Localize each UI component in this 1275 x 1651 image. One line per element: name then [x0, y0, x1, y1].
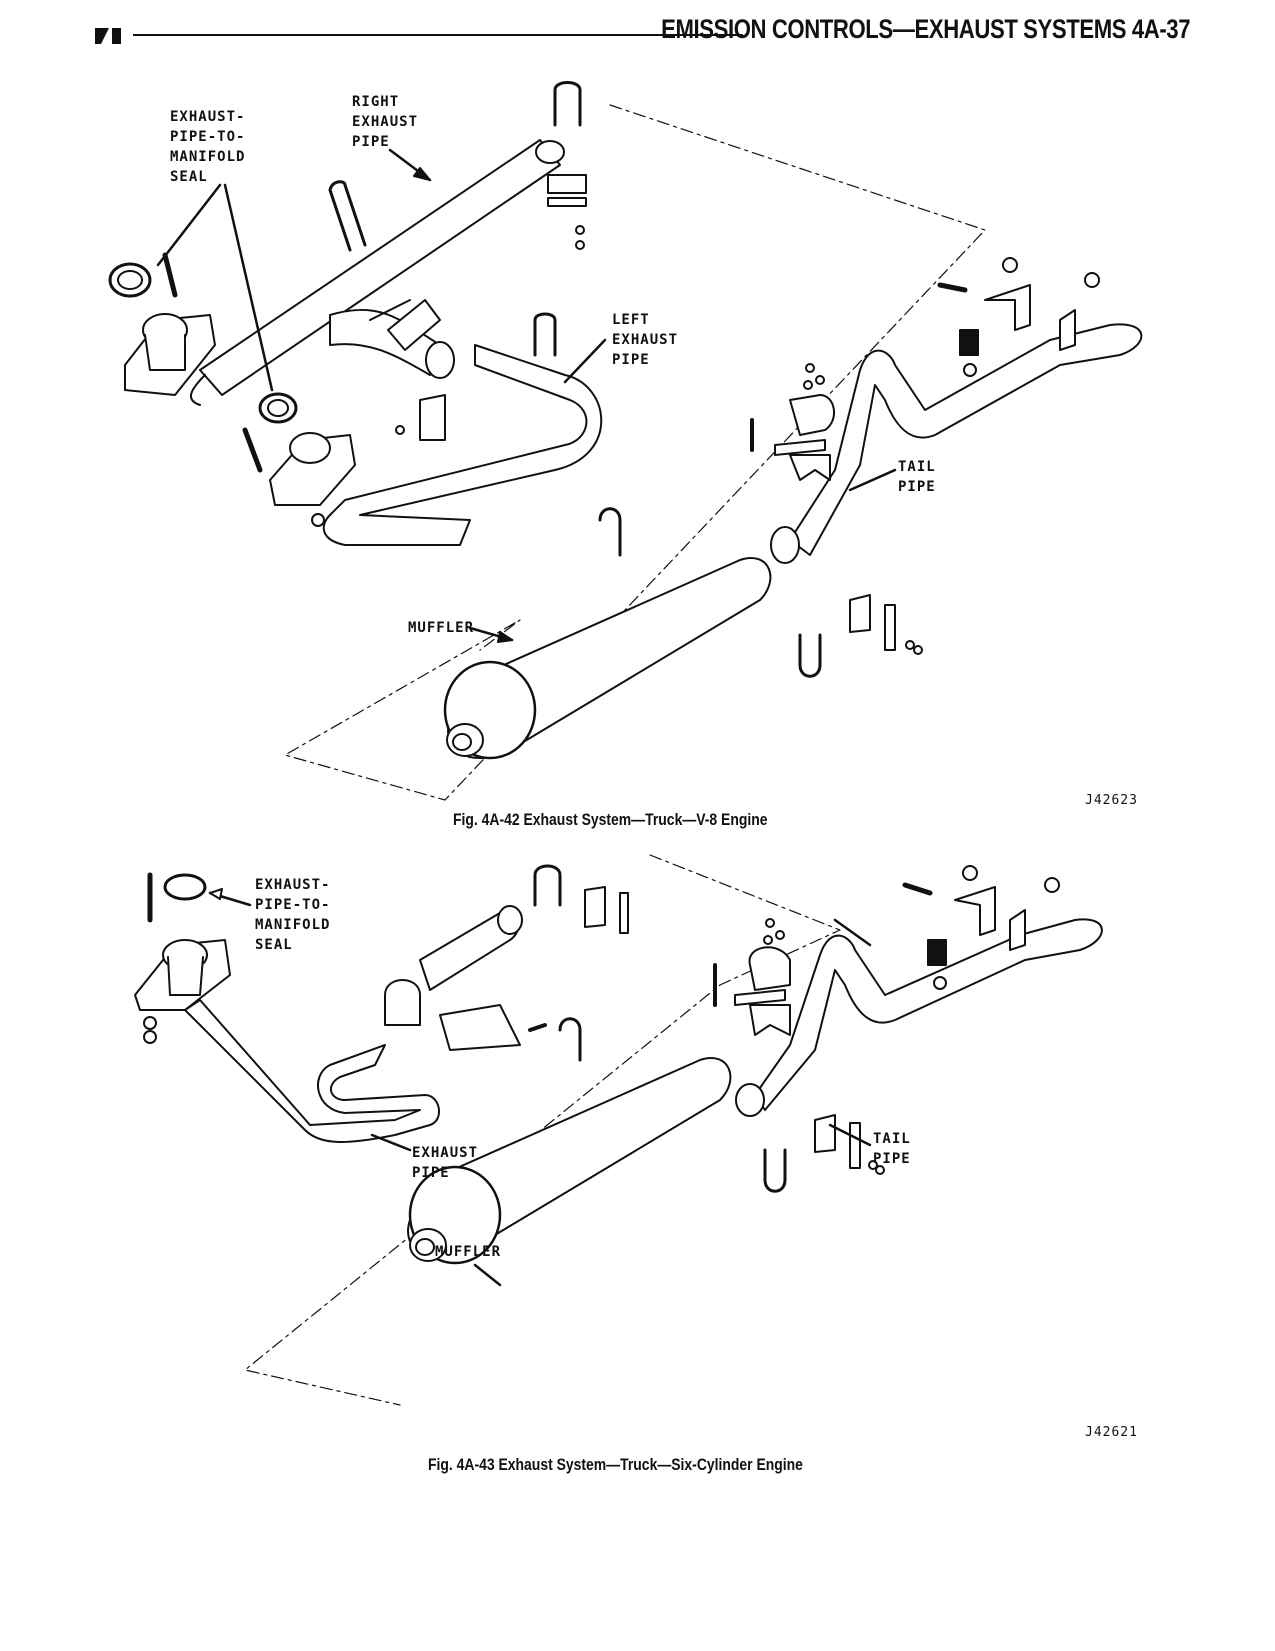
- label-manifold-seal: EXHAUST- PIPE-TO- MANIFOLD SEAL: [170, 109, 246, 185]
- label-muffler-6cyl: MUFFLER: [435, 1244, 502, 1260]
- header-rule: [133, 34, 743, 36]
- label-tail-pipe: TAIL PIPE: [898, 459, 936, 495]
- label-muffler: MUFFLER: [408, 620, 475, 636]
- label-right-exhaust-pipe: RIGHT EXHAUST PIPE: [352, 94, 419, 150]
- figure-code: J42623: [1085, 793, 1138, 808]
- manifold-seal-right: [108, 262, 152, 298]
- manifold-seal-left: [258, 392, 298, 424]
- figure-caption-6cyl: Fig. 4A-43 Exhaust System—Truck—Six-Cyli…: [428, 1455, 803, 1474]
- v8-exhaust-diagram: [108, 81, 1143, 801]
- left-exhaust-pipe: [322, 344, 603, 546]
- label-left-exhaust-pipe: LEFT EXHAUST PIPE: [612, 312, 679, 368]
- six-cylinder-exhaust-diagram: [134, 854, 1103, 1406]
- exhaust-pipe: [184, 999, 440, 1143]
- page-title: EMISSION CONTROLS—EXHAUST SYSTEMS 4A-37: [661, 14, 1190, 44]
- label-exhaust-pipe-6cyl: EXHAUST PIPE: [412, 1145, 479, 1181]
- figure-v8-exhaust: EXHAUST- PIPE-TO- MANIFOLD SEAL RIGHT EX…: [108, 81, 1143, 829]
- figure-six-cylinder-exhaust: EXHAUST- PIPE-TO- MANIFOLD SEAL EXHAUST …: [0, 845, 1275, 1645]
- page-header: EMISSION CONTROLS—EXHAUST SYSTEMS 4A-37: [95, 14, 1190, 54]
- label-tail-pipe-6cyl: TAIL PIPE: [873, 1131, 911, 1167]
- label-manifold-seal-6cyl: EXHAUST- PIPE-TO- MANIFOLD SEAL: [255, 877, 331, 953]
- figure-code-6cyl: J42621: [1085, 1425, 1138, 1440]
- tail-pipe-6cyl: [754, 918, 1103, 1111]
- brand-logo-icon: [95, 28, 121, 44]
- tail-pipe: [789, 323, 1143, 556]
- figure-caption: Fig. 4A-42 Exhaust System—Truck—V-8 Engi…: [453, 810, 768, 829]
- alignment-line: [284, 104, 986, 801]
